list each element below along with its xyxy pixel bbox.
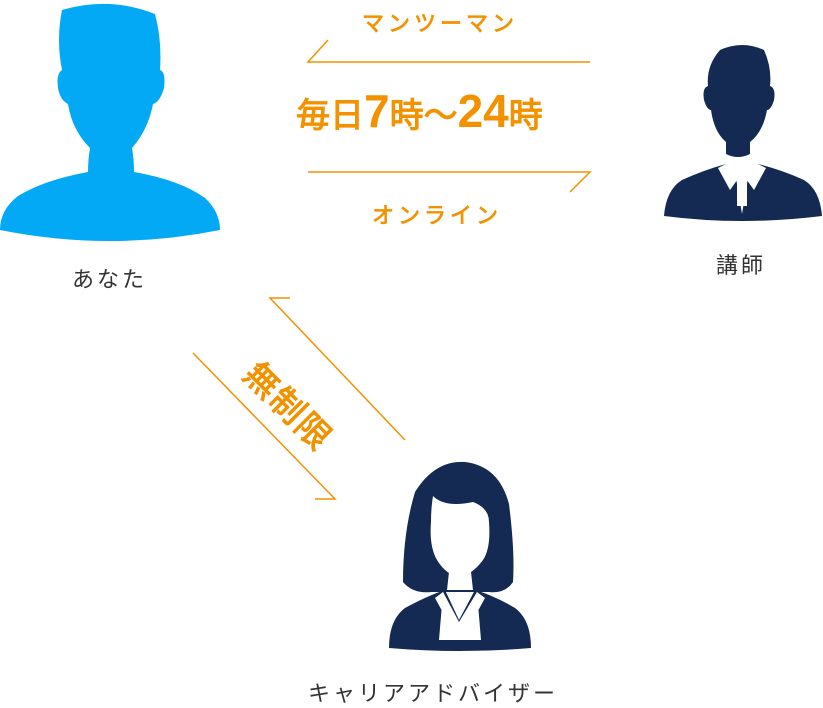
you-label: あなた — [72, 268, 148, 293]
advisor-person-icon — [389, 461, 531, 651]
hours-headline: 毎日7時〜24時 — [296, 85, 543, 137]
diagonal-arrow-down — [192, 352, 337, 500]
instructor-person-icon — [664, 45, 822, 221]
top-left-arrow — [306, 39, 590, 63]
one-on-one-label: マンツーマン — [362, 12, 519, 37]
advisor-label: キャリアアドバイザー — [308, 682, 559, 707]
online-label: オンライン — [372, 204, 503, 229]
diagonal-arrow-up — [268, 297, 406, 441]
top-right-arrow — [308, 171, 592, 193]
instructor-label: 講師 — [716, 254, 767, 279]
you-person-icon — [0, 3, 220, 241]
